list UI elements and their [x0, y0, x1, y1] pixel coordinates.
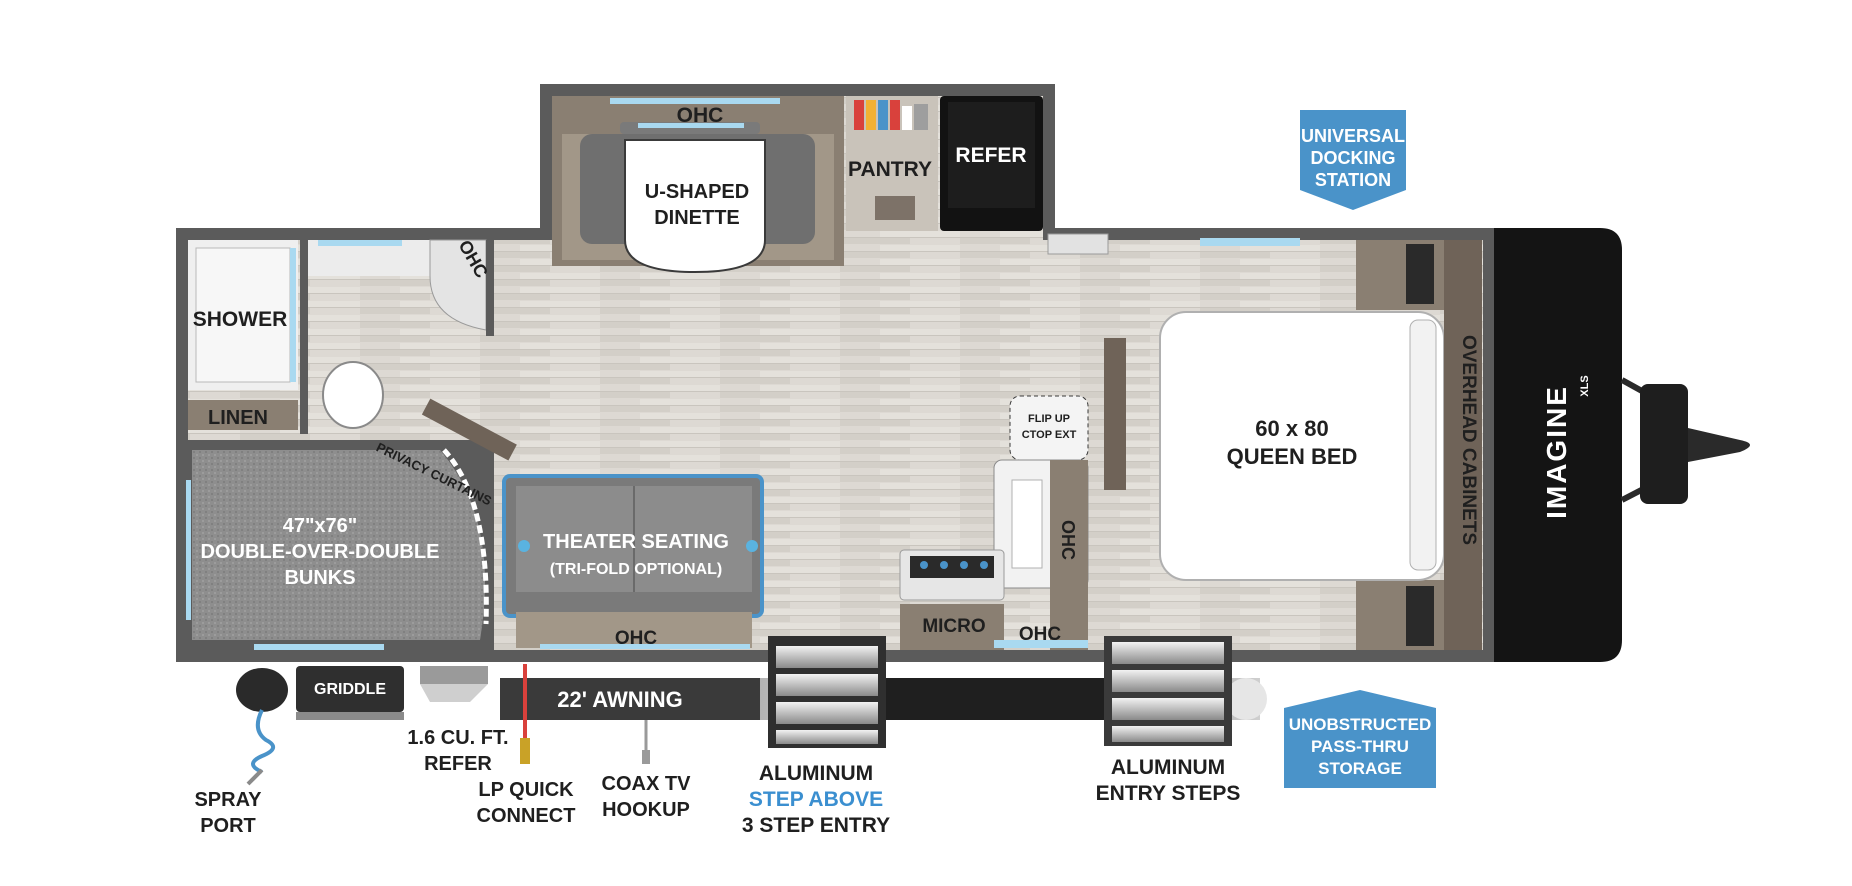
pantry — [846, 96, 938, 231]
spray-port-label-2: PORT — [200, 815, 256, 837]
dinette-label-2: DINETTE — [654, 207, 740, 229]
storage-label: UNOBSTRUCTED — [1289, 715, 1432, 734]
bedroom — [1047, 233, 1482, 650]
bunks-label-2: DOUBLE-OVER-DOUBLE — [201, 541, 440, 563]
griddle — [296, 666, 404, 720]
bathroom — [188, 239, 494, 434]
ohc-dinette-label: OHC — [677, 104, 724, 127]
bed-label-2: QUEEN BED — [1227, 444, 1358, 469]
lp-connect — [520, 664, 530, 764]
pass-thru-storage-callout — [1284, 690, 1436, 788]
step-above-label-2: STEP ABOVE — [749, 788, 883, 811]
bed-label: 60 x 80 — [1255, 416, 1328, 441]
theater-label-2: (TRI-FOLD OPTIONAL) — [550, 561, 722, 578]
ohc-theater-label: OHC — [615, 628, 658, 649]
ohc-kitchen-vertical-label: OHC — [1058, 520, 1078, 560]
flip-up-label-2: CTOP EXT — [1022, 429, 1077, 441]
theater-label: THEATER SEATING — [543, 531, 729, 553]
brand-logo-sub: XLS — [1579, 375, 1591, 396]
bunks-label-3: BUNKS — [284, 567, 355, 589]
brand-logo: IMAGINE — [1541, 385, 1572, 519]
docking-label-2: DOCKING — [1311, 148, 1396, 168]
pantry-label: PANTRY — [848, 158, 932, 181]
refer-ext-label: 1.6 CU. FT. — [407, 727, 508, 749]
docking-label: UNIVERSAL — [1301, 126, 1405, 146]
overhead-cabinets-label: OVERHEAD CABINETS — [1458, 335, 1479, 545]
docking-station-callout — [1300, 110, 1406, 210]
refer-ext-label-2: REFER — [424, 753, 492, 775]
coax-hookup — [642, 720, 650, 764]
griddle-label: GRIDDLE — [314, 681, 386, 698]
front-cap — [1494, 228, 1750, 662]
shower-label: SHOWER — [193, 308, 288, 331]
entry-steps — [1104, 636, 1232, 746]
micro-label: MICRO — [922, 616, 985, 637]
spray-port — [236, 668, 288, 786]
step-above-label-3: 3 STEP ENTRY — [742, 814, 890, 837]
coax-label: COAX TV — [602, 773, 692, 795]
bunk-area — [186, 398, 517, 650]
docking-label-3: STATION — [1315, 170, 1391, 190]
step-above-steps — [768, 636, 886, 748]
storage-label-3: STORAGE — [1318, 759, 1402, 778]
storage-label-2: PASS-THRU — [1311, 737, 1409, 756]
lp-connect-label-2: CONNECT — [477, 805, 576, 827]
spray-port-label: SPRAY — [194, 789, 262, 811]
entry-steps-label-2: ENTRY STEPS — [1096, 782, 1241, 805]
dinette-area — [552, 96, 844, 274]
bunks-label: 47"x76" — [283, 515, 358, 537]
outside-refer — [420, 666, 488, 702]
dinette-label: U-SHAPED — [645, 181, 749, 203]
refer-label: REFER — [955, 144, 1026, 167]
ohc-kitchen-label: OHC — [1019, 624, 1062, 645]
kitchen-area — [899, 338, 1126, 650]
coax-label-2: HOOKUP — [602, 799, 690, 821]
awning-label: 22' AWNING — [557, 687, 682, 712]
lp-connect-label: LP QUICK — [478, 779, 574, 801]
step-above-label: ALUMINUM — [759, 762, 873, 785]
refrigerator — [940, 96, 1043, 231]
flip-up-label: FLIP UP — [1028, 413, 1070, 425]
linen-label: LINEN — [208, 407, 268, 429]
entry-steps-label: ALUMINUM — [1111, 756, 1225, 779]
theater-seating — [502, 474, 764, 649]
